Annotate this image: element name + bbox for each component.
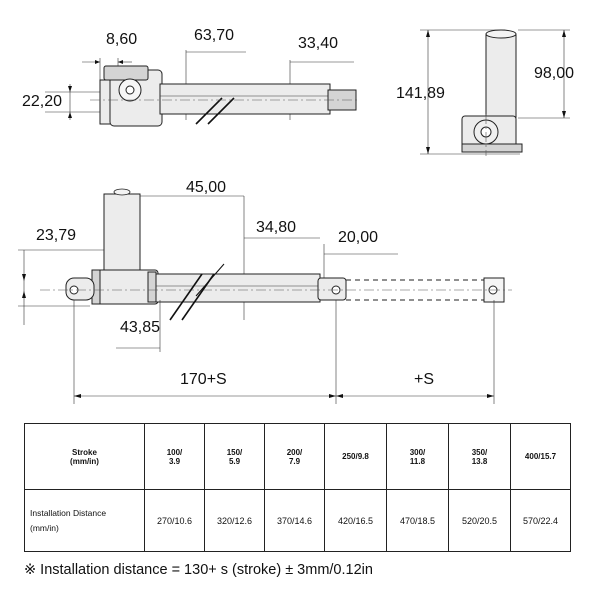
stroke-cell: 300/11.8 — [386, 423, 449, 490]
installation-cell: 370/14.6 — [264, 489, 325, 552]
dim-20-00: 20,00 — [338, 229, 378, 246]
dim-23-79: 23,79 — [36, 227, 76, 244]
technical-drawing: 8,60 63,70 33,40 22,20 141,89 98,00 — [18, 27, 574, 404]
stroke-cell: 350/13.8 — [448, 423, 511, 490]
top-view: 8,60 63,70 33,40 22,20 — [22, 27, 360, 127]
table-row-installation: Installation Distance (mm/in) 270/10.6 3… — [24, 489, 571, 552]
side-view: 141,89 98,00 — [396, 29, 574, 156]
front-view: 45,00 23,79 34,80 20,00 43,85 170+S +S — [18, 179, 512, 404]
stroke-cell: 250/9.8 — [324, 423, 387, 490]
dim-43-85: 43,85 — [120, 319, 160, 336]
table-row-stroke: Stroke (mm/in) 100/3.9 150/5.9 200/7.9 2… — [24, 423, 571, 490]
dim-8-60: 8,60 — [106, 31, 137, 48]
installation-cell: 570/22.4 — [510, 489, 571, 552]
stroke-cell: 400/15.7 — [510, 423, 571, 490]
dim-34-80: 34,80 — [256, 219, 296, 236]
spec-table: Stroke (mm/in) 100/3.9 150/5.9 200/7.9 2… — [24, 423, 571, 552]
dim-retracted-length: 170+S — [180, 371, 227, 388]
dim-stroke: +S — [414, 371, 434, 388]
installation-cell: 420/16.5 — [324, 489, 387, 552]
stroke-header: Stroke (mm/in) — [24, 423, 145, 490]
dim-45-00: 45,00 — [186, 179, 226, 196]
stroke-cell: 200/7.9 — [264, 423, 325, 490]
installation-cell: 270/10.6 — [144, 489, 205, 552]
installation-note: ※ Installation distance = 130+ s (stroke… — [24, 562, 373, 578]
installation-cell: 470/18.5 — [386, 489, 449, 552]
installation-header: Installation Distance (mm/in) — [24, 489, 145, 552]
dim-33-40: 33,40 — [298, 35, 338, 52]
dim-63-70: 63,70 — [194, 27, 234, 44]
installation-cell: 520/20.5 — [448, 489, 511, 552]
dim-141-89: 141,89 — [396, 85, 445, 102]
dim-22-20: 22,20 — [22, 93, 62, 110]
stroke-cell: 150/5.9 — [204, 423, 265, 490]
installation-cell: 320/12.6 — [204, 489, 265, 552]
stroke-cell: 100/3.9 — [144, 423, 205, 490]
dim-98-00: 98,00 — [534, 65, 574, 82]
